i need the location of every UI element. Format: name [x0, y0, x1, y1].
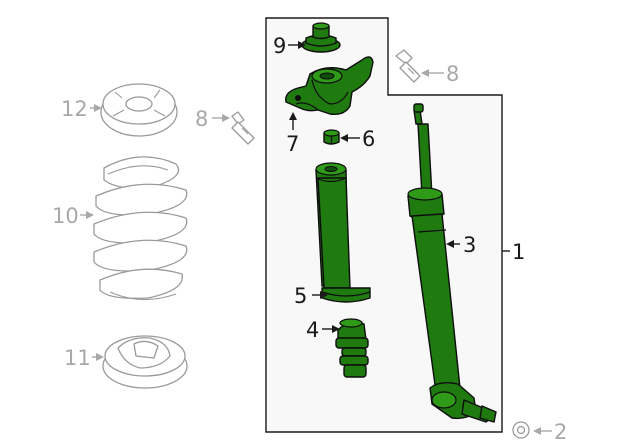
callout-8-left: 8: [195, 107, 208, 131]
part-3-shock-absorber[interactable]: [407, 103, 497, 423]
part-6-nut[interactable]: [323, 129, 340, 145]
part-7-upper-mount[interactable]: [285, 56, 374, 116]
part-8-bolt-left[interactable]: [231, 111, 255, 145]
callout-9: 9: [273, 34, 286, 58]
callout-8-right: 8: [446, 62, 459, 86]
part-10-coil-spring[interactable]: [93, 156, 188, 301]
callout-12: 12: [61, 97, 88, 121]
part-11-lower-spring-seat[interactable]: [102, 335, 188, 389]
part-12-upper-spring-seat[interactable]: [100, 83, 178, 137]
callout-3: 3: [463, 233, 476, 257]
part-9-nut[interactable]: [301, 22, 341, 53]
callout-5: 5: [294, 284, 307, 308]
callout-2: 2: [554, 420, 567, 443]
callout-4: 4: [306, 318, 319, 342]
callout-1: 1: [512, 240, 525, 264]
assembly-boundary: [265, 17, 503, 433]
callout-7: 7: [286, 132, 299, 156]
part-5-dust-boot[interactable]: [315, 162, 371, 303]
part-2-nut[interactable]: [512, 421, 530, 439]
callout-10: 10: [52, 204, 79, 228]
callout-6: 6: [362, 127, 375, 151]
part-8-bolt-right[interactable]: [395, 49, 421, 83]
part-4-bump-stop[interactable]: [335, 318, 369, 378]
callout-11: 11: [64, 346, 91, 370]
